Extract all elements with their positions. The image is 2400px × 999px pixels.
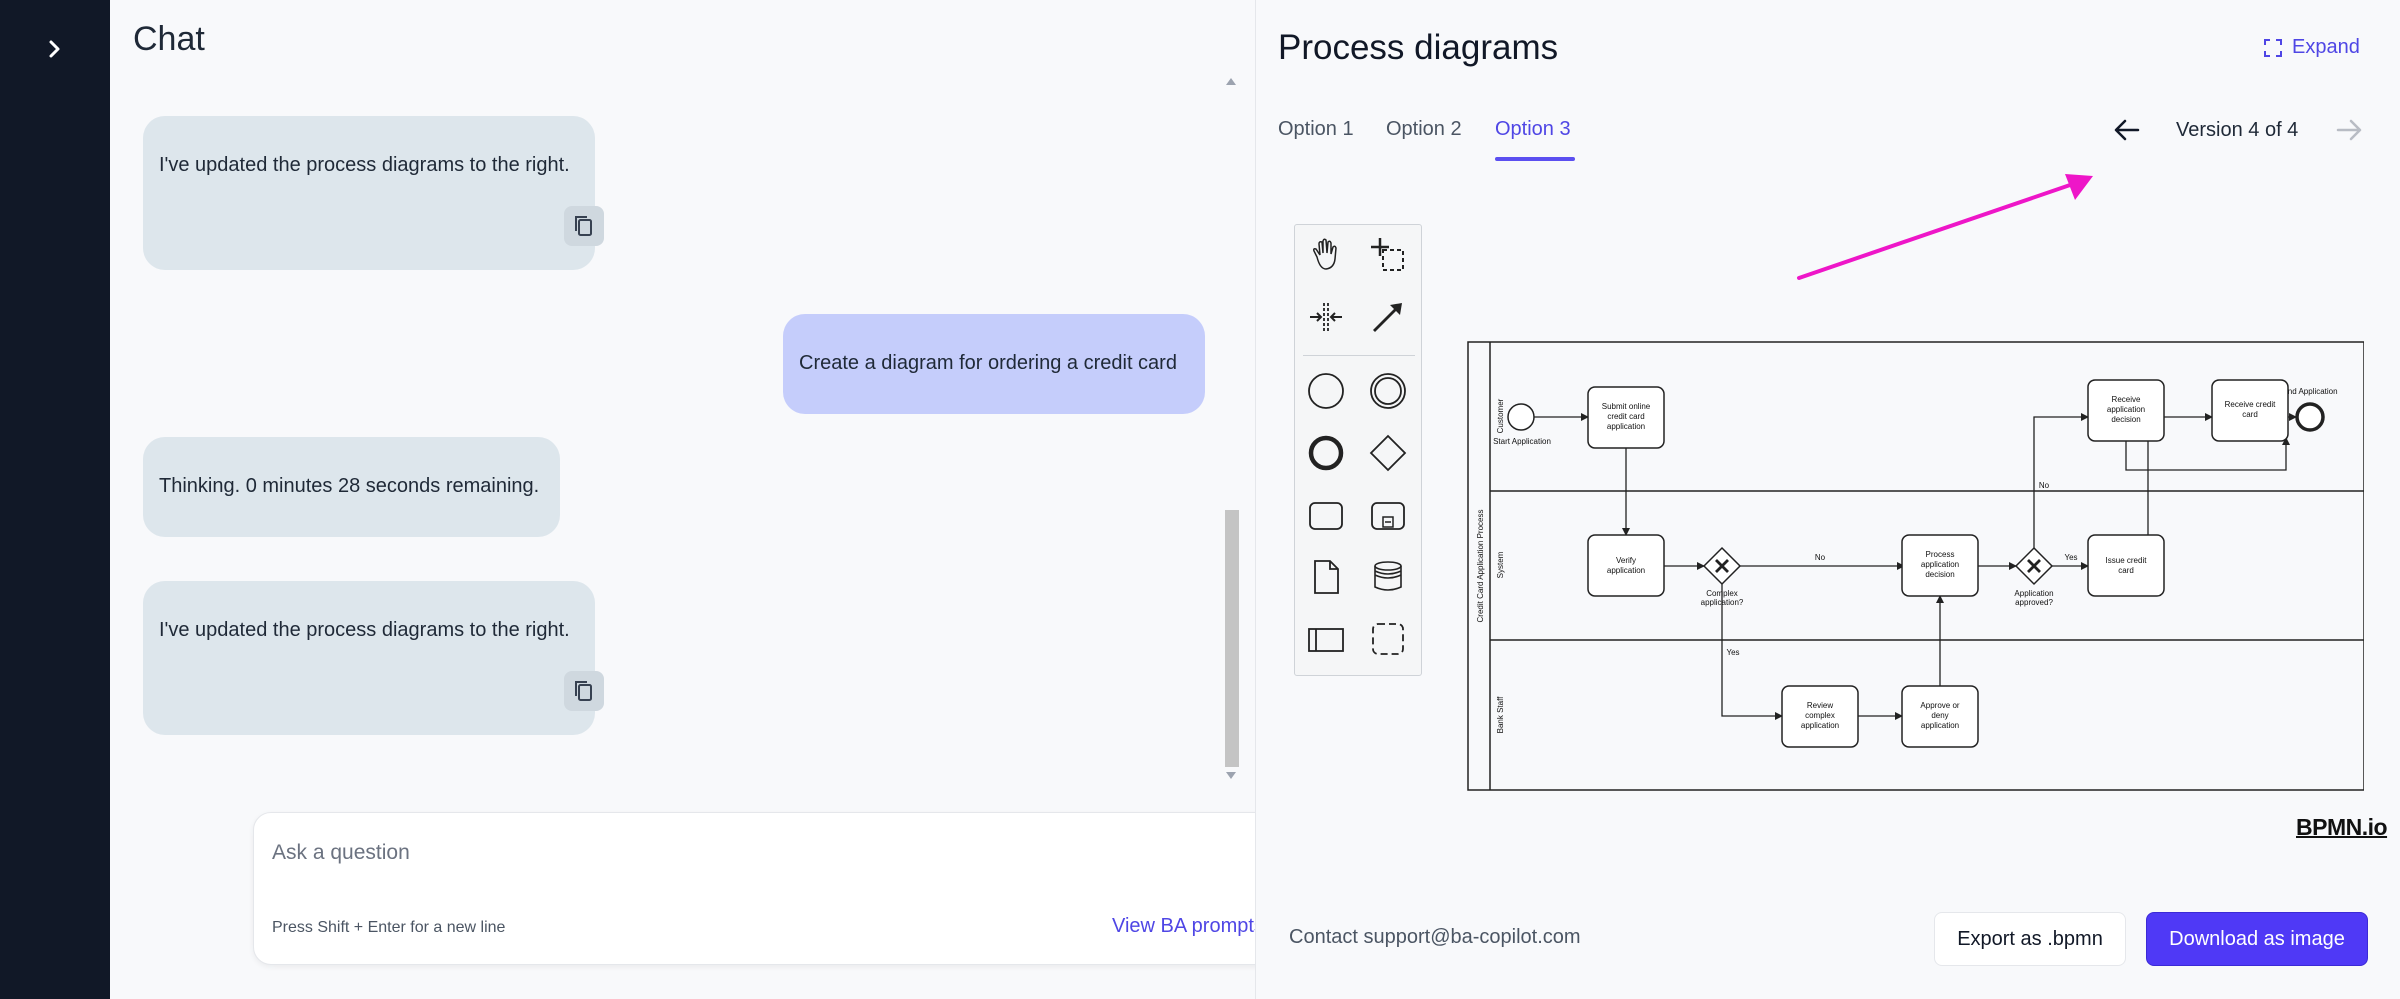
intermediate-event-icon[interactable] [1366,369,1410,413]
copy-button[interactable] [564,206,604,246]
lane-label-system: System [1496,551,1505,578]
end-event-icon[interactable] [1304,431,1348,475]
tab-option-3[interactable]: Option 3 [1495,118,1571,140]
data-object-icon[interactable] [1304,555,1348,599]
input-hint: Press Shift + Enter for a new line [272,919,506,936]
prompts-label: View BA prompts [1112,915,1264,937]
end-event-label: End Application [2282,387,2337,396]
arrow-left-icon [2114,119,2140,141]
arrow-right-icon [2336,119,2362,141]
panel-title: Process diagrams [1278,28,1559,67]
gateway-complex-application[interactable] [1702,546,1742,586]
start-event-icon[interactable] [1304,369,1348,413]
chat-title: Chat [133,20,205,58]
version-indicator: Version 4 of 4 [2176,119,2299,141]
copy-icon [575,681,592,701]
assistant-message: Thinking. 0 minutes 28 seconds remaining… [143,437,560,537]
tab-option-1[interactable]: Option 1 [1278,118,1354,140]
subprocess-icon[interactable] [1366,493,1410,537]
process-diagrams-panel: Process diagrams Expand Option 1 Option … [1256,0,2400,999]
lane-label-customer: Customer [1496,398,1505,433]
flow-label-yes: Yes [2064,553,2077,562]
scrollbar-thumb[interactable] [1225,510,1239,767]
assistant-message: I've updated the process diagrams to the… [143,116,604,270]
message-text: Thinking. 0 minutes 28 seconds remaining… [159,475,540,497]
expand-button[interactable]: Expand [2264,36,2360,59]
lasso-tool-icon[interactable] [1366,233,1410,277]
ask-question-input[interactable] [272,833,1232,873]
download-image-button[interactable]: Download as image [2146,912,2368,966]
participant-icon[interactable] [1304,617,1348,661]
chat-input-card: Press Shift + Enter for a new line View … [253,812,1332,965]
gateway-icon[interactable] [1366,431,1410,475]
connect-tool-icon[interactable] [1366,295,1410,339]
annotation-arrow [1797,174,2093,280]
sidebar-rail [0,0,110,999]
export-bpmn-button[interactable]: Export as .bpmn [1934,912,2126,966]
message-text: Create a diagram for ordering a credit c… [799,352,1177,374]
chevron-right-icon[interactable] [36,30,74,68]
start-event-label: Start Application [1493,437,1551,446]
previous-version-button[interactable] [2112,115,2142,150]
start-event[interactable] [1507,403,1535,431]
hand-tool-icon[interactable] [1304,233,1348,277]
pool[interactable] [1467,341,2364,791]
pool-label: Credit Card Application Process [1476,510,1485,623]
flow-label-no: No [2039,481,2050,490]
chat-panel: Chat I've updated the process diagrams t… [110,0,1332,999]
message-text: I've updated the process diagrams to the… [159,154,570,176]
user-message: Create a diagram for ordering a credit c… [783,314,1205,414]
task-icon[interactable] [1304,493,1348,537]
message-text: I've updated the process diagrams to the… [159,619,570,641]
active-tab-indicator [1495,157,1575,161]
tab-option-2[interactable]: Option 2 [1386,118,1462,140]
copy-button[interactable] [564,671,604,711]
expand-icon [2264,38,2282,57]
bpmn-palette [1294,224,1422,676]
end-event[interactable] [2295,402,2325,432]
gateway-application-approved[interactable] [2014,546,2054,586]
scroll-down-icon[interactable] [1226,772,1236,779]
copy-icon [575,216,592,236]
expand-label: Expand [2292,36,2360,58]
assistant-message: I've updated the process diagrams to the… [143,581,604,735]
flow-label-yes: Yes [1726,648,1739,657]
scroll-up-icon[interactable] [1226,78,1236,85]
space-tool-icon[interactable] [1304,295,1348,339]
next-version-button[interactable] [2334,115,2364,150]
support-contact: Contact support@ba-copilot.com [1289,926,1581,948]
flow-label-no: No [1815,553,1826,562]
bpmn-diagram-canvas[interactable]: Credit Card Application Process Customer… [1460,336,2364,796]
palette-separator [1303,355,1415,356]
group-icon[interactable] [1366,617,1410,661]
lane-label-bank-staff: Bank Staff [1496,696,1505,734]
bpmn-io-logo[interactable]: BPMN.io [2296,814,2388,840]
panel-divider [1255,0,1256,999]
data-store-icon[interactable] [1366,555,1410,599]
